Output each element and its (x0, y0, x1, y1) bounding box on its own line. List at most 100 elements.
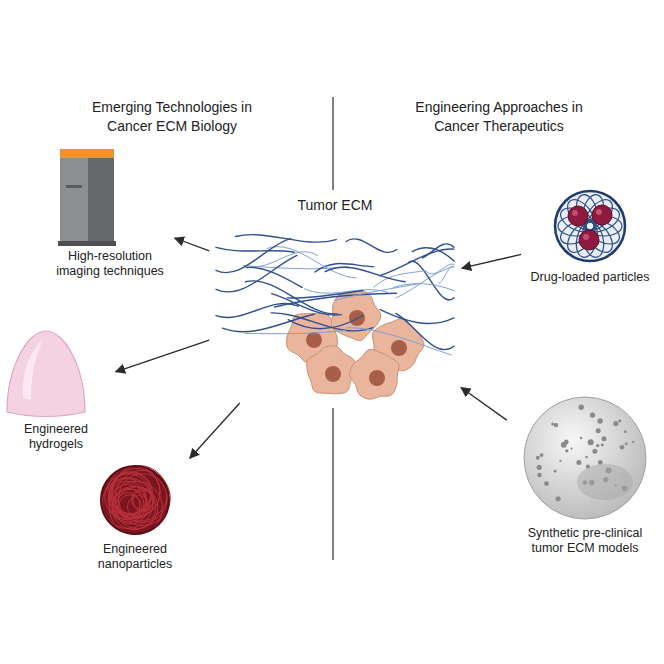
model-pore (554, 423, 558, 427)
ecm-fiber (396, 313, 454, 349)
ecm-fiber (216, 304, 298, 318)
divider-line (332, 408, 334, 560)
nanoparticle (101, 466, 169, 534)
nanoparticle-strand (109, 484, 147, 522)
ecm-fiber (216, 247, 294, 252)
model-pore (596, 428, 601, 433)
cell-nucleus (306, 332, 322, 348)
model-pore (570, 447, 572, 449)
particle-shell (555, 191, 625, 261)
ecm-fiber (288, 315, 363, 328)
model-pore (598, 418, 603, 423)
tumor-cell (307, 346, 356, 394)
ecm-fiber (216, 239, 291, 273)
model-pore (580, 437, 583, 440)
microscope-body-front (60, 157, 88, 245)
model-pore (556, 496, 561, 501)
node-illustration (50, 145, 170, 247)
model-pore (544, 481, 549, 486)
ecm-fiber (246, 267, 302, 287)
node-illustration (70, 462, 200, 540)
model-pore (624, 430, 627, 433)
model-pore (601, 436, 606, 441)
ecm-fiber (347, 328, 451, 355)
model-pore (601, 444, 604, 447)
cell-nucleus (369, 370, 385, 386)
ecm-fiber (272, 294, 342, 315)
model-pore (564, 440, 569, 445)
ecm-fiber (346, 239, 397, 253)
ecm-fiber (393, 284, 454, 291)
cell-nucleus (391, 340, 407, 356)
model-pore (576, 460, 581, 465)
model-pore (620, 445, 625, 450)
model-pore (598, 460, 603, 465)
section-heading: Engineering Approaches in Cancer Therape… (404, 98, 594, 136)
model-pore (559, 460, 561, 462)
connector-arrow (462, 254, 521, 268)
nanoparticle-strand (108, 481, 146, 519)
tumor-cell (349, 349, 399, 399)
node-label: Synthetic pre-clinical tumor ECM models (510, 524, 660, 558)
node-illustration (525, 188, 655, 268)
connector-arrow (116, 340, 209, 372)
model-pore (551, 422, 554, 425)
drug-cargo (579, 230, 599, 250)
model-pore (537, 473, 541, 477)
ecm-fiber (374, 271, 424, 287)
ecm-fiber (409, 261, 454, 300)
ecm-fiber (216, 255, 297, 292)
microscope-body-side (86, 157, 114, 245)
model-sphere (524, 397, 646, 519)
model-pore (540, 453, 544, 457)
model-pore (585, 456, 588, 459)
model-pore (590, 412, 595, 417)
model-pore (592, 449, 597, 454)
tumor-ecm-node: Tumor ECM (213, 195, 457, 400)
hydrogel-dome (7, 331, 85, 417)
node-illustration (1, 328, 111, 420)
connector-arrow (190, 403, 240, 458)
model-pore (537, 465, 542, 470)
drug-particle-node: Drug-loaded particles (525, 188, 655, 289)
hydrogel-highlight (23, 340, 43, 400)
nanoparticle-strand (119, 495, 142, 518)
model-pore (613, 421, 618, 426)
model-pore (588, 439, 594, 445)
ecm-fiber (335, 283, 420, 300)
node-label: High-resolution imaging techniques (50, 247, 170, 281)
model-shade (577, 464, 633, 500)
drug-cargo (568, 206, 588, 226)
synthetic-model-node: Synthetic pre-clinical tumor ECM models (510, 392, 660, 560)
nanoparticle-node: Engineered nanoparticles (70, 462, 200, 576)
node-title: Tumor ECM (213, 195, 457, 216)
node-illustration (213, 195, 457, 400)
model-pore (618, 419, 621, 422)
model-pore (625, 442, 628, 445)
ecm-fiber (245, 330, 346, 333)
model-pore (536, 456, 540, 460)
ecm-fiber (380, 249, 454, 276)
model-pore (565, 449, 568, 452)
microscope-slot (66, 185, 82, 188)
node-label: Engineered nanoparticles (70, 540, 200, 574)
ecm-fiber (380, 310, 454, 324)
imaging-node: High-resolution imaging techniques (50, 145, 170, 283)
model-pore (578, 405, 583, 410)
node-illustration (510, 392, 660, 524)
model-pore (596, 444, 599, 447)
node-label: Engineered hydrogels (1, 420, 111, 454)
connector-arrow (175, 238, 210, 251)
ecm-fiber (287, 290, 363, 298)
drug-highlight (583, 234, 589, 240)
model-pore (554, 470, 557, 473)
drug-highlight (572, 210, 578, 216)
ecm-fiber (426, 264, 454, 274)
microscope-base (58, 241, 116, 246)
divider-line (332, 97, 334, 190)
drug-highlight (596, 209, 602, 215)
ecm-fiber (325, 267, 405, 281)
hydrogel-node: Engineered hydrogels (1, 328, 111, 456)
node-label: Drug-loaded particles (525, 268, 655, 287)
